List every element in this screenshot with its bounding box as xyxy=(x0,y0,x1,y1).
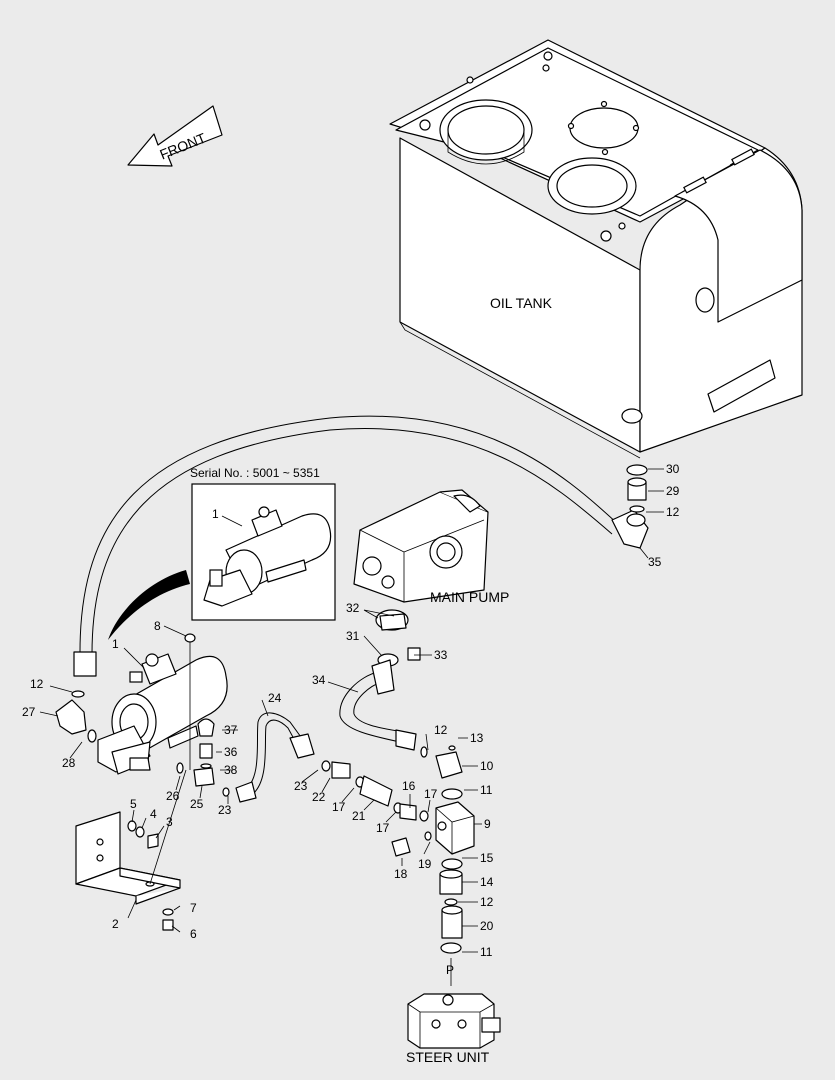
callout-29: 29 xyxy=(666,484,680,498)
callout-11: 11 xyxy=(480,945,493,959)
pump-outlet-line-34 xyxy=(339,609,428,758)
main-pump: MAIN PUMP xyxy=(353,489,509,605)
callout-9: 9 xyxy=(484,817,491,831)
callout-10: 10 xyxy=(480,759,494,773)
steer-unit: STEER UNIT xyxy=(406,993,501,1065)
callout-37: 37 xyxy=(224,723,238,737)
valve-block: P xyxy=(391,745,475,986)
callout-1-inset: 1 xyxy=(212,507,219,521)
callout-2: 2 xyxy=(112,917,119,931)
oil-tank: OIL TANK xyxy=(389,39,803,459)
callout-7: 7 xyxy=(190,901,197,915)
callout-20: 20 xyxy=(480,919,494,933)
main-pump-label: MAIN PUMP xyxy=(430,589,509,605)
mounting-bracket xyxy=(75,633,196,931)
callout-12: 12 xyxy=(30,677,44,691)
callout-17: 17 xyxy=(424,787,438,801)
suction-hose xyxy=(73,415,649,677)
callout-15: 15 xyxy=(480,851,494,865)
port-p-label: P xyxy=(446,963,454,977)
callout-38: 38 xyxy=(224,763,238,777)
front-arrow: FRONT xyxy=(127,105,223,167)
callout-35: 35 xyxy=(648,555,662,569)
callout-27: 27 xyxy=(22,705,36,719)
callout-34: 34 xyxy=(312,673,326,687)
callout-19: 19 xyxy=(418,857,432,871)
oil-tank-label: OIL TANK xyxy=(490,295,553,311)
serial-caption: Serial No. : 5001 ~ 5351 xyxy=(190,466,320,480)
leader-lines xyxy=(39,468,664,953)
inline-fittings xyxy=(321,760,429,822)
callout-32: 32 xyxy=(346,601,360,615)
callout-23: 23 xyxy=(218,803,232,817)
callout-31: 31 xyxy=(346,629,360,643)
callout-16: 16 xyxy=(402,779,416,793)
callout-13: 13 xyxy=(470,731,484,745)
callout-4: 4 xyxy=(150,807,157,821)
pump-motor xyxy=(55,653,228,775)
callouts: 30 29 12 35 1 32 31 33 34 8 1 12 27 28 2… xyxy=(22,462,680,959)
pressure-line-24 xyxy=(176,712,315,803)
inset-serial-box: Serial No. : 5001 ~ 5351 xyxy=(108,466,336,640)
callout-17: 17 xyxy=(376,821,390,835)
callout-5: 5 xyxy=(130,797,137,811)
callout-12: 12 xyxy=(480,895,494,909)
callout-25: 25 xyxy=(190,797,204,811)
callout-12: 12 xyxy=(434,723,448,737)
callout-6: 6 xyxy=(190,927,197,941)
callout-8: 8 xyxy=(154,619,161,633)
callout-33: 33 xyxy=(434,648,448,662)
callout-26: 26 xyxy=(166,789,180,803)
steer-unit-label: STEER UNIT xyxy=(406,1049,490,1065)
callout-1: 1 xyxy=(112,637,119,651)
callout-3: 3 xyxy=(166,815,173,829)
callout-21: 21 xyxy=(352,809,366,823)
callout-11: 11 xyxy=(480,783,493,797)
callout-24: 24 xyxy=(268,691,282,705)
callout-12: 12 xyxy=(666,505,680,519)
callout-36: 36 xyxy=(224,745,238,759)
callout-28: 28 xyxy=(62,756,76,770)
callout-14: 14 xyxy=(480,875,494,889)
callout-22: 22 xyxy=(312,790,326,804)
callout-18: 18 xyxy=(394,867,408,881)
callout-17: 17 xyxy=(332,800,346,814)
callout-23: 23 xyxy=(294,779,308,793)
callout-30: 30 xyxy=(666,462,680,476)
